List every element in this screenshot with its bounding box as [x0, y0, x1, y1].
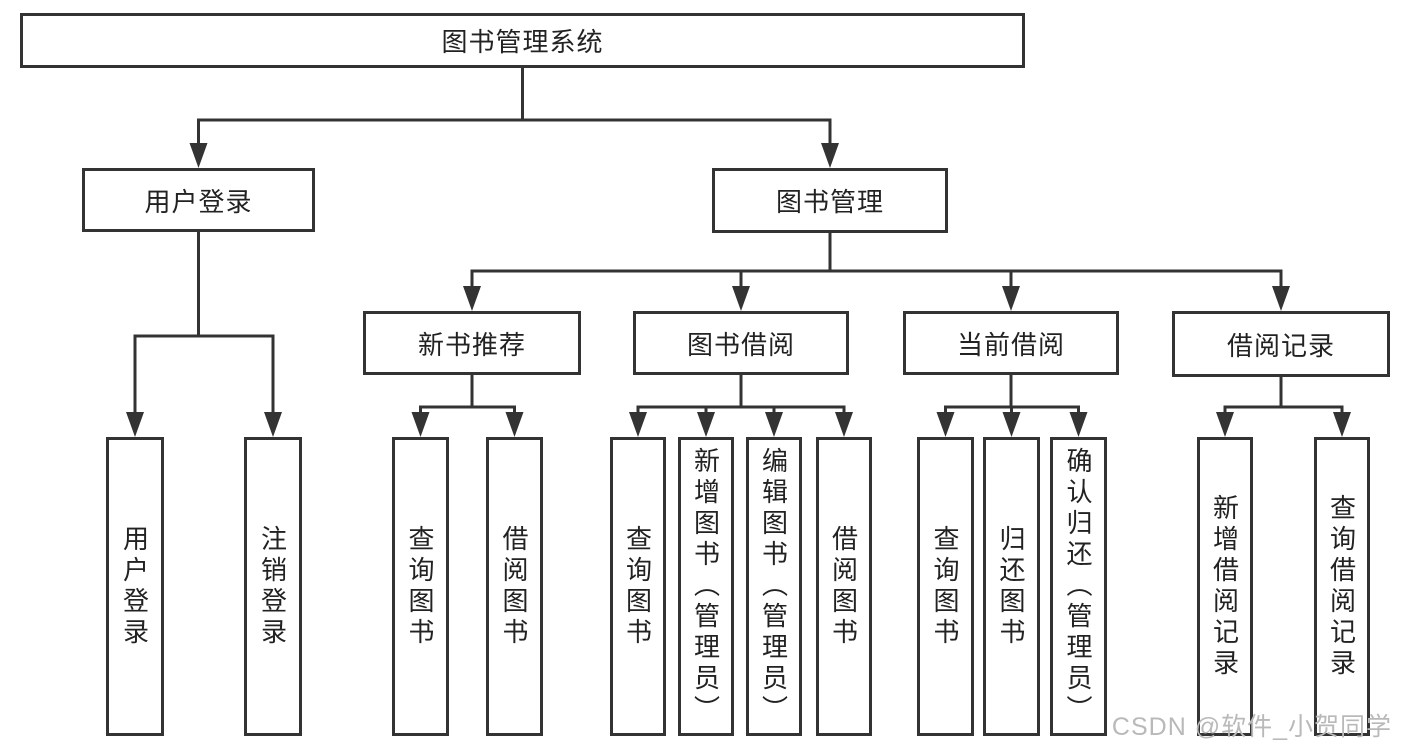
- leaf-current-query-books: 查询图书: [917, 437, 974, 736]
- leaf-label: 新增图书（管理员）: [690, 447, 721, 726]
- leaf-label: 查询图书: [405, 524, 435, 649]
- leaf-newbook-borrow-books: 借阅图书: [486, 437, 543, 736]
- leaf-label: 编辑图书（管理员）: [758, 447, 789, 726]
- leaf-add-book-admin: 新增图书（管理员）: [678, 437, 734, 736]
- leaf-borrow-query-books: 查询图书: [610, 437, 666, 736]
- node-current-borrow: 当前借阅: [903, 311, 1119, 375]
- node-book-borrow: 图书借阅: [633, 311, 849, 375]
- leaf-label: 新增借阅记录: [1209, 493, 1240, 680]
- leaf-edit-book-admin: 编辑图书（管理员）: [746, 437, 802, 736]
- leaf-label: 查询借阅记录: [1326, 493, 1357, 680]
- leaf-newbook-query-books: 查询图书: [392, 437, 449, 736]
- leaf-label: 注销登录: [257, 524, 288, 649]
- leaf-label: 用户登录: [119, 524, 150, 649]
- node-user-login: 用户登录: [82, 168, 315, 232]
- node-borrow-records: 借阅记录: [1172, 311, 1390, 377]
- leaf-confirm-return-admin: 确认归还（管理员）: [1050, 437, 1107, 736]
- leaf-label: 查询图书: [930, 524, 960, 649]
- leaf-add-borrow-record: 新增借阅记录: [1197, 437, 1253, 736]
- leaf-query-borrow-record: 查询借阅记录: [1314, 437, 1370, 736]
- leaf-label: 查询图书: [622, 524, 653, 649]
- leaf-label: 确认归还（管理员）: [1063, 447, 1093, 726]
- leaf-label: 借阅图书: [499, 524, 529, 649]
- node-new-book-rec: 新书推荐: [363, 311, 581, 375]
- leaf-label: 借阅图书: [828, 524, 859, 649]
- node-root: 图书管理系统: [20, 13, 1025, 68]
- leaf-label: 归还图书: [996, 524, 1026, 649]
- leaf-return-book: 归还图书: [983, 437, 1040, 736]
- leaf-borrow-borrow-books: 借阅图书: [816, 437, 872, 736]
- node-book-mgmt: 图书管理: [712, 168, 948, 233]
- watermark: CSDN @软件_小贺同学: [1111, 713, 1392, 741]
- leaf-user-login: 用户登录: [106, 437, 164, 736]
- leaf-logout: 注销登录: [244, 437, 302, 736]
